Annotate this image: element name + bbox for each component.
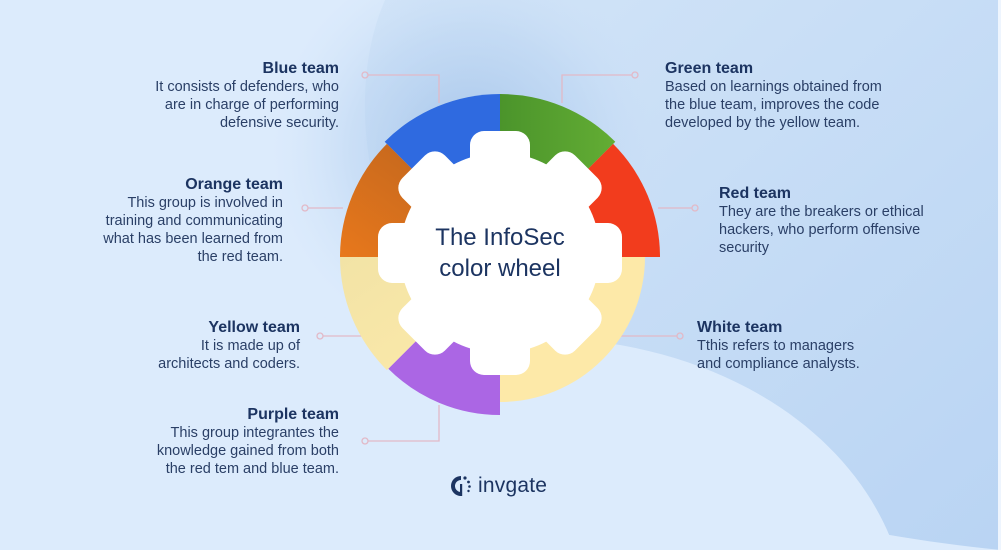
team-red: Red team They are the breakers or ethica… — [719, 184, 924, 257]
invgate-logo-icon — [451, 476, 471, 496]
team-yellow-description: It is made up of architects and coders. — [158, 338, 300, 372]
team-purple-description: This group integrantes the knowledge gai… — [156, 425, 339, 477]
team-purple-title: Purple team — [247, 406, 339, 423]
connector-blue — [368, 74, 440, 103]
connector-dot-red — [691, 204, 699, 212]
team-blue: Blue team It consists of defenders, who … — [155, 59, 339, 132]
team-orange-title: Orange team — [185, 176, 283, 193]
connector-purple — [368, 405, 440, 442]
team-green-description: Based on learnings obtained from the blu… — [665, 79, 882, 131]
brand-name: invgate — [478, 474, 548, 497]
team-green-title: Green team — [665, 60, 754, 77]
connector-dot-orange — [301, 204, 309, 212]
gear-shape — [378, 131, 622, 375]
connector-dot-purple — [361, 437, 369, 445]
team-white-description: Tthis refers to managers and compliance … — [697, 338, 860, 372]
team-green: Green team Based on learnings obtained f… — [665, 59, 882, 132]
team-blue-description: It consists of defenders, who are in cha… — [155, 79, 339, 131]
team-yellow: Yellow team It is made up of architects … — [158, 318, 300, 373]
connector-dot-blue — [361, 71, 369, 79]
team-blue-title: Blue team — [262, 60, 339, 77]
connector-green — [561, 74, 632, 103]
team-yellow-title: Yellow team — [208, 319, 300, 336]
team-purple: Purple team This group integrantes the k… — [157, 405, 339, 478]
connector-dot-white — [676, 332, 684, 340]
team-white: White team Tthis refers to managers and … — [697, 318, 860, 373]
invgate-logo: invgate — [450, 474, 547, 498]
connector-dot-green — [631, 71, 639, 79]
team-red-description: They are the breakers or ethical hackers… — [719, 204, 924, 256]
team-red-title: Red team — [719, 185, 792, 202]
connector-dot-yellow — [316, 332, 324, 340]
team-orange: Orange team This group is involved in tr… — [103, 175, 283, 266]
team-white-title: White team — [697, 319, 783, 336]
team-orange-description: This group is involved in training and c… — [103, 195, 283, 265]
wheel-title: The InfoSec color wheel — [435, 224, 565, 282]
